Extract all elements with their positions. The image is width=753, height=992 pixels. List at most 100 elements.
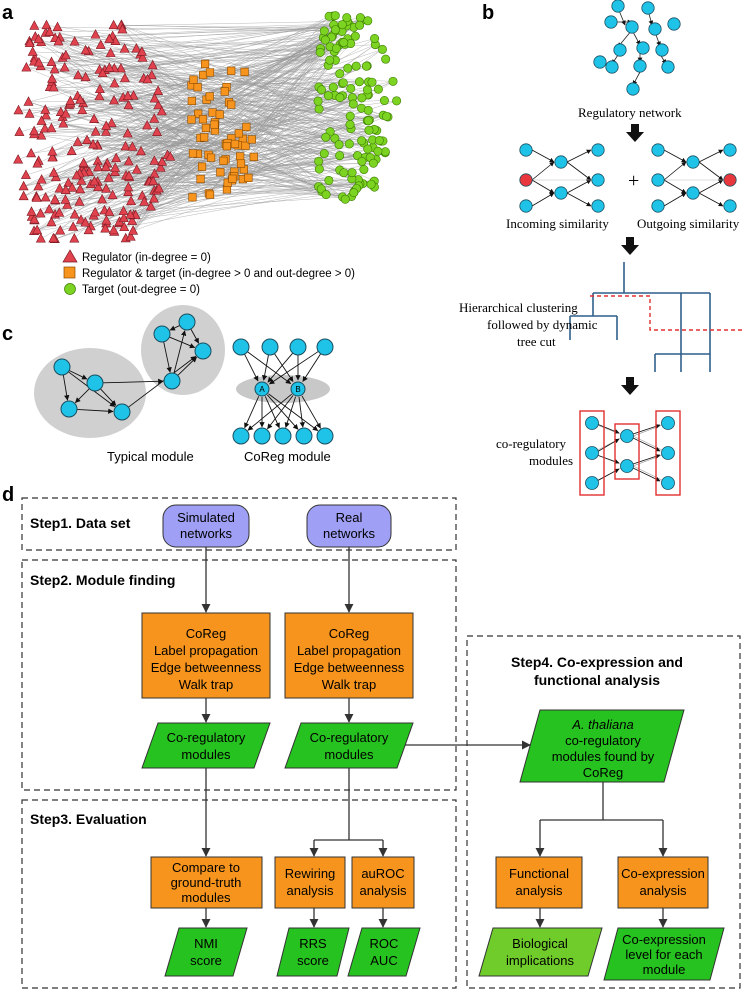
target-node — [313, 96, 323, 106]
regulator-node — [39, 123, 50, 133]
regulator-node — [33, 180, 44, 191]
regulator-node — [80, 217, 91, 227]
regulator-target-node — [240, 67, 249, 77]
network-edge — [193, 15, 336, 80]
regulator-target-node — [236, 159, 246, 168]
auroc-line1: auROC — [361, 866, 404, 881]
module-node — [178, 313, 196, 331]
regulator-node — [119, 43, 130, 53]
network-edge — [244, 71, 374, 164]
network-edge — [203, 74, 351, 89]
target-node — [345, 111, 355, 121]
coreg-node-b-label: B — [295, 385, 300, 394]
nmi-score-box — [164, 927, 248, 977]
regulator-node — [26, 147, 37, 158]
module-edge — [244, 353, 259, 382]
module-node — [163, 372, 181, 390]
regulator-node — [52, 21, 63, 32]
module-edge — [247, 351, 292, 385]
similarity-edge — [663, 192, 687, 207]
network-edge — [200, 49, 383, 180]
regulator-node — [89, 113, 100, 123]
athaliana-line2: co-regulatory — [565, 733, 641, 748]
network-edge — [211, 157, 359, 187]
target-node — [340, 194, 350, 204]
regulator-node — [110, 162, 121, 172]
target-node — [344, 139, 354, 149]
regulator-node — [68, 221, 79, 231]
regulator-target-node — [199, 70, 208, 80]
coexpression-line2: analysis — [640, 883, 687, 898]
target-node — [334, 140, 344, 150]
panel-letter-b: b — [482, 2, 494, 24]
coexp-level-line1: Co-expression — [622, 932, 706, 947]
similarity-edge — [566, 149, 592, 163]
target-node — [381, 54, 391, 64]
module-edge — [76, 408, 114, 414]
bio-line1: Biological — [512, 936, 568, 951]
target-node — [364, 125, 374, 135]
panel-letter-d: d — [2, 484, 14, 506]
target-node — [382, 111, 392, 121]
network-edge — [46, 25, 329, 66]
regulator-node — [120, 140, 131, 151]
regulator-node — [80, 71, 91, 82]
network-edge — [62, 113, 199, 118]
methods-box-simulated — [141, 612, 271, 699]
regulator-node — [69, 209, 80, 219]
regulator-nodes — [13, 19, 176, 243]
regulator-node — [156, 105, 167, 116]
module-edge — [69, 370, 88, 380]
similarity-node — [686, 186, 700, 200]
network-edge — [156, 25, 347, 191]
compare-box — [150, 856, 263, 909]
regulator-node — [60, 108, 71, 118]
regulator-target-node — [230, 139, 240, 149]
label-coreg-modules-2: modules — [529, 453, 573, 468]
coexp-level-line3: module — [643, 962, 686, 977]
module-node — [253, 427, 271, 445]
network-edge — [62, 57, 233, 179]
target-node — [314, 164, 324, 174]
module-node — [86, 374, 104, 392]
regulator-node — [123, 181, 134, 192]
target-nodes — [313, 11, 402, 204]
regulator-node — [24, 108, 35, 118]
network-edge — [36, 52, 321, 231]
network-edge — [81, 130, 216, 182]
regulator-target-node — [216, 168, 225, 177]
regulator-node — [14, 126, 25, 136]
module-edge — [128, 356, 197, 408]
network-edge — [23, 30, 336, 197]
method-line: Walk trap — [322, 677, 376, 692]
regulator-node — [149, 113, 160, 123]
regulator-node — [101, 120, 112, 130]
regulator-node — [44, 203, 55, 214]
target-node — [392, 96, 402, 106]
real-networks-line2: networks — [323, 526, 376, 541]
module-edge — [267, 395, 294, 430]
network-node — [648, 22, 662, 36]
regulator-node — [90, 126, 101, 136]
method-line: Label propagation — [154, 643, 258, 658]
network-edge — [26, 67, 360, 82]
network-edge — [124, 37, 324, 50]
regulator-target-node — [244, 173, 253, 182]
network-edge — [45, 32, 201, 180]
method-line: CoReg — [186, 626, 226, 641]
regulator-node — [47, 73, 58, 83]
regulator-node — [40, 191, 51, 202]
target-node — [330, 11, 340, 21]
regulator-node — [153, 99, 164, 110]
similarity-node — [686, 155, 700, 169]
regulator-node — [59, 62, 70, 72]
athaliana-line3: modules found by — [552, 749, 655, 764]
regulator-node — [24, 37, 35, 48]
rrs-score-box — [276, 927, 350, 977]
network-edge — [105, 46, 331, 133]
regulator-node — [41, 19, 52, 30]
similarity-edge — [698, 179, 724, 194]
similarity-edge — [566, 161, 592, 181]
typical-module-graph — [53, 313, 212, 421]
network-edge — [191, 100, 320, 110]
